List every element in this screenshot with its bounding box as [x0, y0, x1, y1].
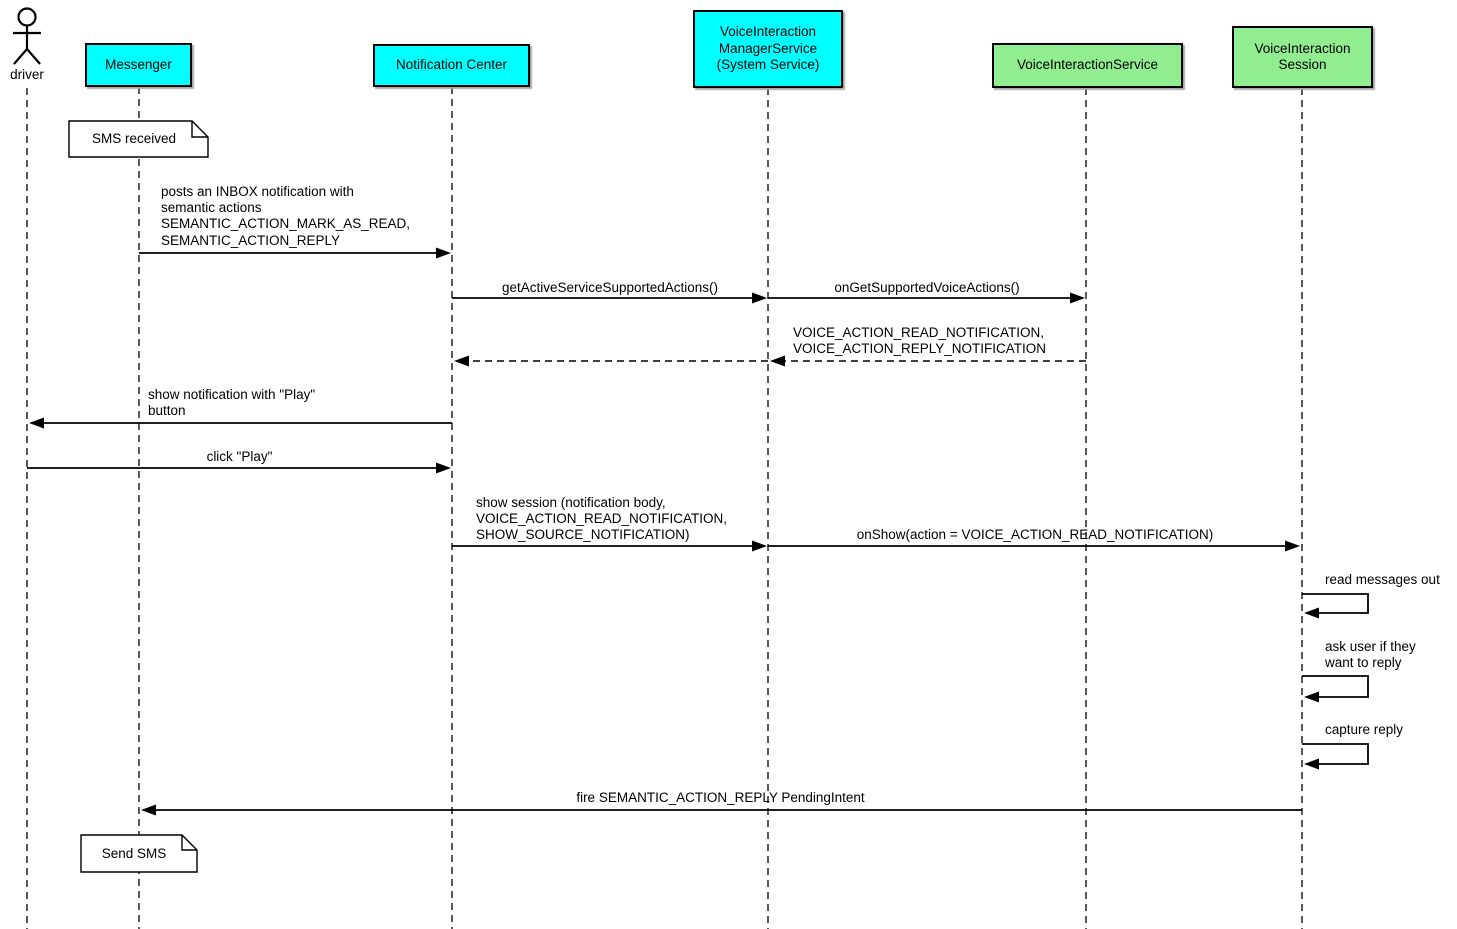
note-shapes	[68, 120, 209, 873]
note-send-sms: Send SMS	[101, 845, 167, 861]
loop-capture-reply	[1302, 743, 1369, 770]
message-on-get-supported-voice-actions: onGetSupportedVoiceActions()	[834, 280, 1020, 295]
participant-notification-center: Notification Center	[373, 44, 530, 87]
actor-driver-label: driver	[10, 67, 44, 82]
loop-read-messages-out	[1302, 593, 1369, 619]
message-return-voice-actions: VOICE_ACTION_READ_NOTIFICATION, VOICE_AC…	[793, 325, 1047, 357]
arrow-return-voice-actions-to-manager	[770, 355, 1086, 367]
actor-figure-icon	[13, 7, 41, 65]
participant-voice-interaction-service: VoiceInteractionService	[992, 43, 1183, 88]
arrow-fire-semantic-action-reply	[141, 804, 1302, 816]
loop-ask-user-reply	[1302, 675, 1369, 703]
message-ask-user-reply: ask user if they want to reply	[1325, 639, 1416, 671]
arrow-click-play	[27, 462, 451, 474]
message-fire-semantic-action-reply: fire SEMANTIC_ACTION_REPLY PendingIntent	[576, 790, 865, 805]
participant-messenger: Messenger	[85, 43, 192, 87]
note-sms-received: SMS received	[91, 131, 177, 146]
message-click-play: click "Play"	[206, 449, 273, 464]
note-sms-received-shape	[68, 120, 209, 158]
message-show-session: show session (notification body, VOICE_A…	[476, 495, 728, 543]
message-on-show: onShow(action = VOICE_ACTION_READ_NOTIFI…	[856, 527, 1214, 542]
message-read-messages-out: read messages out	[1325, 572, 1440, 587]
participant-voice-interaction-session: VoiceInteraction Session	[1232, 26, 1373, 88]
arrow-return-voice-actions-to-notification-center	[454, 355, 768, 367]
message-arrows	[27, 247, 1302, 816]
arrow-get-active-service-supported-actions	[452, 292, 767, 304]
note-send-sms-shape	[80, 834, 198, 873]
message-show-notification-play: show notification with "Play" button	[148, 387, 316, 419]
arrow-posts-inbox-notification	[139, 247, 451, 259]
message-get-active-service-supported-actions: getActiveServiceSupportedActions()	[501, 280, 719, 295]
arrow-show-notification-play	[29, 417, 452, 429]
arrow-on-show	[768, 540, 1300, 552]
participant-voice-interaction-manager-service: VoiceInteraction ManagerService (System …	[693, 10, 843, 88]
arrow-on-get-supported-voice-actions	[768, 292, 1085, 304]
message-capture-reply: capture reply	[1325, 722, 1404, 737]
message-posts-inbox-notification: posts an INBOX notification with semanti…	[161, 184, 411, 248]
arrow-show-session	[452, 540, 767, 552]
return-arrows	[454, 355, 1086, 367]
self-message-loops	[1302, 593, 1369, 770]
lifelines	[26, 87, 1303, 929]
